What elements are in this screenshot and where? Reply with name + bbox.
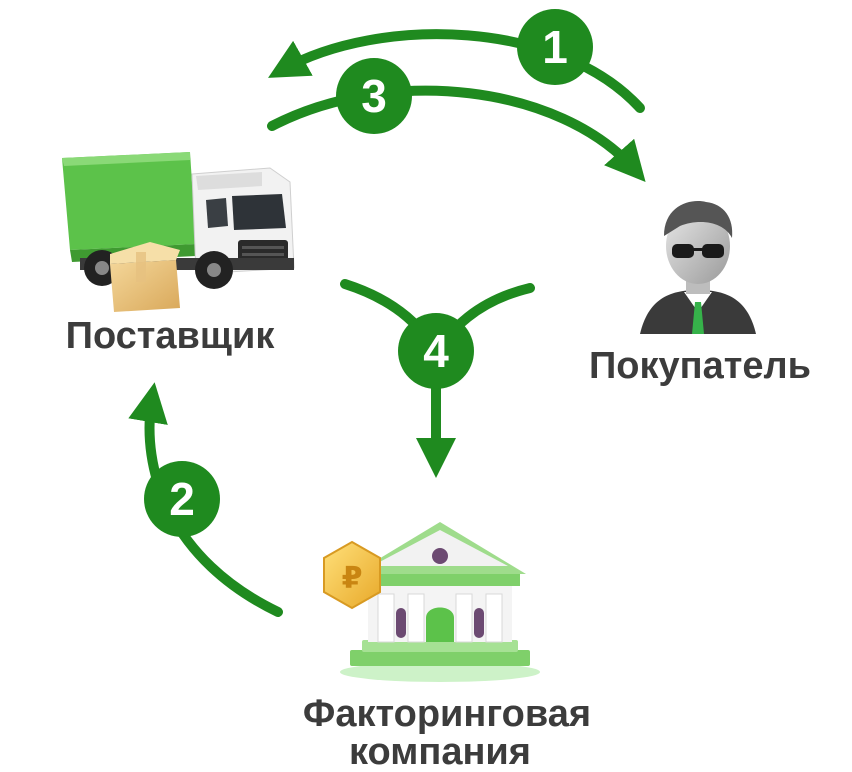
step-badge-4: 4 [398, 313, 474, 389]
svg-text:3: 3 [361, 70, 387, 122]
step-badge-1: 1 [517, 9, 593, 85]
arrow-3 [267, 85, 646, 182]
svg-text:₽: ₽ [342, 561, 363, 596]
supplier-label: Поставщик [66, 315, 276, 357]
svg-text:4: 4 [423, 325, 449, 377]
step-badge-3: 3 [336, 58, 412, 134]
ruble-coin-icon: ₽ [323, 540, 381, 610]
buyer-label: Покупатель [589, 345, 811, 387]
arrow-1 [268, 29, 645, 113]
truck-icon [62, 152, 295, 289]
svg-text:1: 1 [542, 21, 568, 73]
step-badge-2: 2 [144, 461, 220, 537]
bank-icon [340, 522, 540, 682]
factoring-label-line1: Факторинговая [303, 693, 591, 735]
buyer-avatar-icon [640, 201, 756, 334]
factoring-label-line2: компания [349, 731, 531, 772]
cardboard-box-icon [110, 242, 180, 312]
svg-text:2: 2 [169, 473, 195, 525]
